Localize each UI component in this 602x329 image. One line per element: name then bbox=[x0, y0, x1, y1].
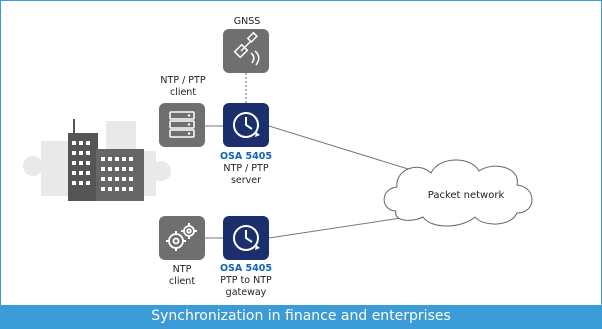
satellite-icon bbox=[233, 31, 260, 66]
gnss-tile bbox=[223, 29, 269, 73]
osa-gateway-product: OSA 5405 bbox=[219, 263, 273, 274]
gears-icon bbox=[166, 223, 197, 251]
packet-network-label: Packet network bbox=[427, 190, 505, 201]
office-building-icon bbox=[68, 119, 144, 201]
osa-gateway-label: OSA 5405 PTP to NTP gateway bbox=[219, 263, 273, 298]
connection-lines bbox=[23, 73, 533, 239]
clock-sync-icon bbox=[233, 225, 260, 251]
clock-sync-icon bbox=[233, 112, 260, 138]
osa-server-product: OSA 5405 bbox=[219, 151, 273, 162]
ntp-client-label: NTP client bbox=[168, 264, 196, 287]
ntp-client-tile bbox=[159, 216, 205, 260]
gnss-label: GNSS bbox=[233, 16, 261, 27]
ntp-ptp-client-tile bbox=[159, 103, 205, 147]
diagram-caption: Synchronization in finance and enterpris… bbox=[1, 305, 601, 328]
osa-server-label: OSA 5405 NTP / PTP server bbox=[219, 151, 273, 186]
osa-server-tile bbox=[223, 103, 269, 147]
server-rack-icon bbox=[169, 111, 195, 138]
osa-gateway-tile bbox=[223, 216, 269, 260]
packet-network-cloud bbox=[383, 159, 533, 227]
ntp-ptp-client-label: NTP / PTP client bbox=[160, 75, 206, 98]
